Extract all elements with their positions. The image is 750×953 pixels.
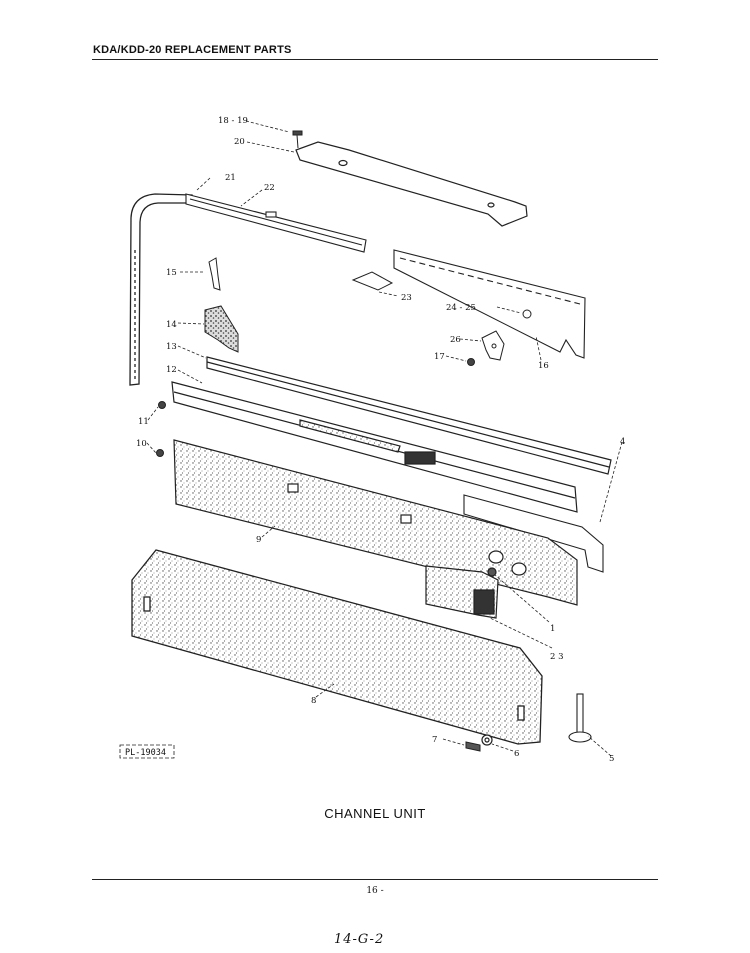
handwritten-note: 14-G-2 bbox=[334, 932, 385, 947]
part-channel-21-22 bbox=[185, 193, 367, 253]
figure-reference: PL-19034 bbox=[125, 748, 166, 758]
part-clip-23 bbox=[351, 271, 394, 291]
callout-6: 6 bbox=[514, 749, 519, 759]
part-clip-14 bbox=[204, 305, 239, 353]
part-screw-17 bbox=[467, 358, 475, 366]
callout-26: 26 bbox=[450, 335, 461, 345]
part-screw-7 bbox=[465, 741, 481, 752]
callout-1: 1 bbox=[550, 624, 555, 634]
part-channel-12 bbox=[171, 381, 578, 513]
callout-9: 9 bbox=[256, 535, 261, 545]
part-gasket-13 bbox=[206, 356, 612, 475]
footer-rule bbox=[92, 879, 658, 880]
part-clip-15 bbox=[208, 257, 221, 291]
callout-8: 8 bbox=[311, 696, 316, 706]
page-header-title: KDA/KDD-20 REPLACEMENT PARTS bbox=[93, 44, 292, 56]
part-leveling-leg-5 bbox=[568, 693, 592, 743]
callout-18-19: 18 - 19 bbox=[218, 116, 248, 126]
callout-5: 5 bbox=[609, 754, 614, 764]
callout-22: 22 bbox=[264, 183, 275, 193]
callout-11: 11 bbox=[138, 417, 149, 427]
figure-caption: CHANNEL UNIT bbox=[324, 806, 426, 821]
part-bracket-4 bbox=[463, 494, 604, 573]
part-side-pipe bbox=[129, 193, 193, 386]
part-channel-frame-9 bbox=[173, 439, 578, 606]
part-rear-panel bbox=[393, 249, 586, 359]
callout-13: 13 bbox=[166, 342, 177, 352]
part-screw-top bbox=[292, 130, 303, 149]
header-rule bbox=[92, 59, 658, 60]
part-top-bracket-plate bbox=[295, 141, 528, 227]
page-number: 16 - bbox=[366, 886, 384, 896]
callout-12: 12 bbox=[166, 365, 177, 375]
callout-10: 10 bbox=[136, 439, 147, 449]
callout-15: 15 bbox=[166, 268, 177, 278]
part-screw-10-11 bbox=[156, 401, 166, 457]
figure-reference-box: PL-19034 bbox=[119, 744, 175, 759]
callout-14: 14 bbox=[166, 320, 177, 330]
leader-lines bbox=[146, 120, 623, 757]
callout-4: 4 bbox=[620, 437, 625, 447]
part-cover-panel-8 bbox=[131, 549, 543, 745]
part-switch-box bbox=[425, 565, 499, 619]
callout-labels: 18 - 19 20 21 22 15 23 24 - 25 14 26 17 … bbox=[136, 116, 625, 764]
part-bracket-26 bbox=[481, 330, 505, 361]
callout-17: 17 bbox=[434, 352, 445, 362]
callout-24-25: 24 - 25 bbox=[446, 303, 476, 313]
callout-21: 21 bbox=[225, 173, 236, 183]
callout-2-3: 2 3 bbox=[550, 652, 564, 662]
part-washer-6 bbox=[481, 734, 493, 746]
callout-20: 20 bbox=[234, 137, 245, 147]
part-nut-24-25 bbox=[522, 309, 532, 319]
callout-23: 23 bbox=[401, 293, 412, 303]
callout-7: 7 bbox=[432, 735, 437, 745]
callout-16: 16 bbox=[538, 361, 549, 371]
